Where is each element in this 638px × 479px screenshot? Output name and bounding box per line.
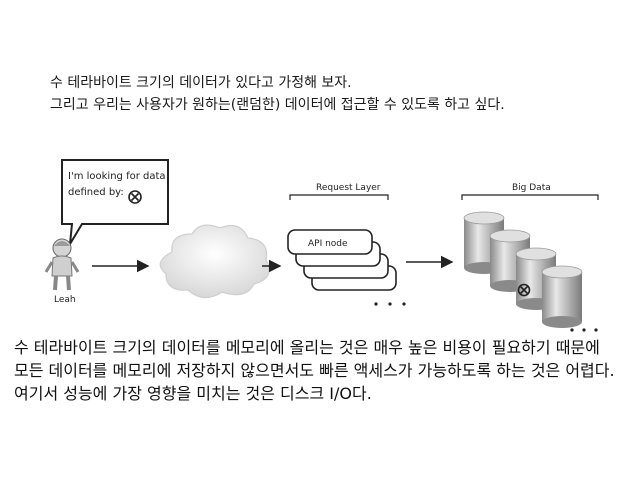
big-data-label: Big Data [512, 183, 551, 193]
api-node-label: API node [308, 239, 348, 249]
big-data-bracket [461, 194, 599, 200]
intro-line-2: 그리고 우리는 사용자가 원하는(랜덤한) 데이터에 접근할 수 있도록 하고 … [50, 97, 505, 113]
x-circle-icon [128, 190, 142, 204]
ellipsis-dots [570, 328, 598, 332]
person-icon [44, 238, 80, 291]
api-node-stack: API node [287, 229, 406, 306]
body-line-2: 모든 데이터를 메모리에 저장하지 않으면서도 빠른 액세스가 가능하도록 하는… [14, 361, 615, 380]
x-circle-icon [517, 283, 531, 297]
body-line-3: 여기서 성능에 가장 영향을 미치는 것은 디스크 I/O다. [14, 384, 372, 403]
intro-line-1: 수 테라바이트 크기의 데이터가 있다고 가정해 보자. [50, 75, 352, 91]
request-layer-bracket [289, 194, 389, 200]
bubble-line-2: defined by: [68, 187, 124, 198]
intro-text: 수 테라바이트 크기의 데이터가 있다고 가정해 보자. 그리고 우리는 사용자… [50, 72, 620, 116]
speech-bubble: I'm looking for data defined by: [61, 159, 169, 245]
body-text: 수 테라바이트 크기의 데이터를 메모리에 올리는 것은 매우 높은 비용이 필… [14, 336, 626, 405]
cloud-icon [159, 224, 270, 299]
user-label: Leah [54, 295, 76, 305]
body-line-1: 수 테라바이트 크기의 데이터를 메모리에 올리는 것은 매우 높은 비용이 필… [14, 338, 600, 357]
bubble-line-1: I'm looking for data [68, 171, 166, 182]
request-layer-label: Request Layer [316, 183, 381, 193]
database-icon [541, 265, 583, 328]
